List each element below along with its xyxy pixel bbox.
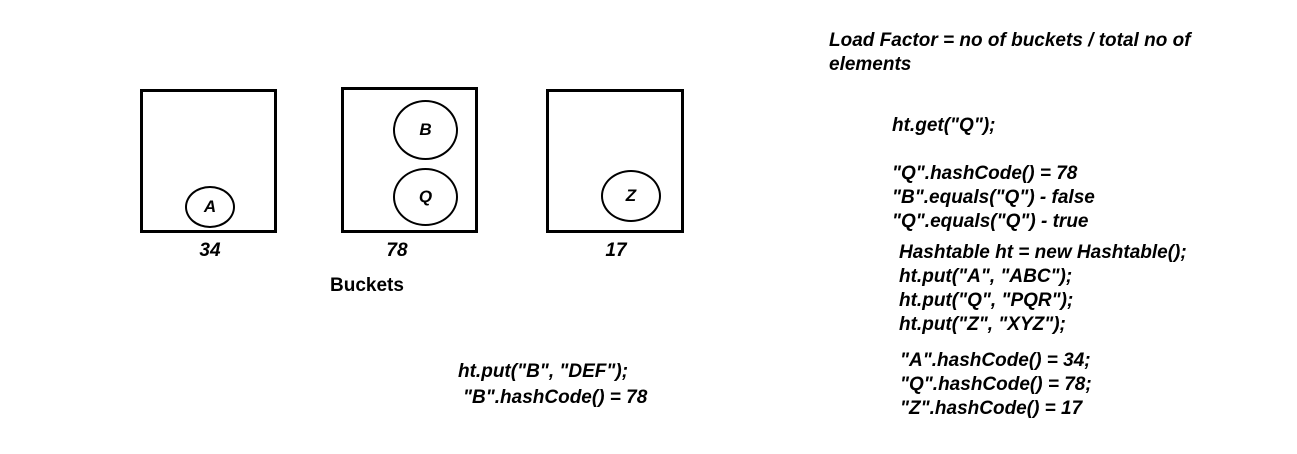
node-q: Q xyxy=(393,168,458,226)
get-equals-false: "B".equals("Q") - false xyxy=(892,187,1095,208)
get-call: ht.get("Q"); xyxy=(892,115,996,136)
buckets-caption: Buckets xyxy=(330,275,404,296)
bucket-label-34: 34 xyxy=(199,240,221,261)
bucket-label-17: 17 xyxy=(605,240,627,261)
code-put-a: ht.put("A", "ABC"); xyxy=(899,266,1073,287)
bucket-34: A xyxy=(140,89,277,233)
put-b-hashcode: "B".hashCode() = 78 xyxy=(463,387,648,408)
hash-q: "Q".hashCode() = 78; xyxy=(900,374,1092,395)
load-factor-line1: Load Factor = no of buckets / total no o… xyxy=(829,30,1191,51)
bucket-17: Z xyxy=(546,89,684,233)
get-equals-true: "Q".equals("Q") - true xyxy=(892,211,1089,232)
node-b: B xyxy=(393,100,458,160)
put-b-call: ht.put("B", "DEF"); xyxy=(458,361,629,382)
code-declaration: Hashtable ht = new Hashtable(); xyxy=(899,242,1187,263)
bucket-78: B Q xyxy=(341,87,478,233)
code-put-z: ht.put("Z", "XYZ"); xyxy=(899,314,1066,335)
hash-z: "Z".hashCode() = 17 xyxy=(900,398,1083,419)
hash-a: "A".hashCode() = 34; xyxy=(900,350,1091,371)
get-hashcode: "Q".hashCode() = 78 xyxy=(892,163,1078,184)
node-z: Z xyxy=(601,170,661,222)
load-factor-line2: elements xyxy=(829,54,912,75)
bucket-label-78: 78 xyxy=(386,240,408,261)
code-put-q: ht.put("Q", "PQR"); xyxy=(899,290,1074,311)
node-a: A xyxy=(185,186,235,228)
